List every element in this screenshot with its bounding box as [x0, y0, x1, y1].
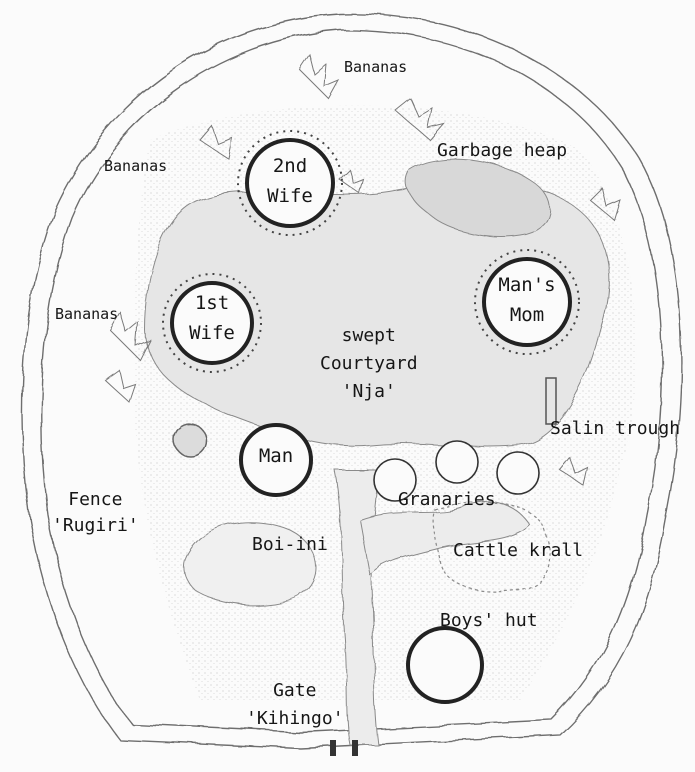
- label-hut-mans-mom-line1: Man's: [498, 274, 556, 296]
- label-bananas-top: Bananas: [344, 58, 408, 76]
- salin-trough: [545, 377, 557, 425]
- label-bananas-left-mid: Bananas: [55, 305, 119, 323]
- huts: [170, 138, 572, 704]
- garbage-heap-area: [405, 158, 551, 237]
- label-fence-line1: Fence: [68, 489, 123, 510]
- label-hut-second-wife-line2: Wife: [267, 185, 313, 207]
- label-gate-line1: Gate: [273, 680, 317, 701]
- hut-mans-mom: [482, 257, 572, 347]
- label-boi-ini: Boi-ini: [252, 534, 328, 555]
- label-hut-first-wife-line2: Wife: [189, 322, 235, 344]
- hut-man: [239, 423, 313, 497]
- label-hut-second-wife: 2nd Wife: [250, 151, 330, 211]
- tree: [173, 423, 207, 457]
- fence-rugiri: [21, 13, 683, 749]
- hut-boys: [406, 626, 484, 704]
- banana-plants: [104, 53, 621, 487]
- granary-1: [373, 458, 417, 502]
- label-courtyard: swept Courtyard 'Nja': [320, 325, 418, 403]
- label-hut-first-wife: 1st Wife: [172, 288, 252, 348]
- label-gate: Gate 'Kihingo': [246, 680, 344, 730]
- label-hut-second-wife-line1: 2nd: [272, 155, 308, 177]
- label-hut-mans-mom-line2: Mom: [509, 304, 545, 326]
- label-courtyard-line3: 'Nja': [341, 381, 396, 402]
- label-hut-mans-mom: Man's Mom: [482, 270, 572, 330]
- hut-eaves: [162, 130, 580, 373]
- label-cattle-krall: Cattle krall: [453, 540, 584, 561]
- granary-3: [496, 451, 540, 495]
- label-hut-first-wife-line1: 1st: [194, 292, 230, 314]
- boi-ini-area: [183, 521, 317, 606]
- label-courtyard-line1: swept: [341, 325, 396, 346]
- label-fence: Fence 'Rugiri': [52, 489, 139, 537]
- label-hut-man: Man: [236, 441, 316, 471]
- label-garbage-heap: Garbage heap: [437, 140, 568, 161]
- gate-kihingo: [330, 740, 358, 756]
- label-granaries: Granaries: [398, 489, 496, 510]
- label-hut-man-line1: Man: [258, 445, 294, 467]
- granaries: [373, 440, 540, 502]
- label-gate-line2: 'Kihingo': [246, 708, 344, 729]
- hut-second-wife: [245, 138, 335, 228]
- granary-2: [435, 440, 479, 484]
- hut-first-wife: [170, 281, 254, 365]
- label-boys-hut: Boys' hut: [440, 610, 538, 631]
- label-fence-line2: 'Rugiri': [52, 515, 139, 536]
- label-courtyard-line2: Courtyard: [320, 353, 418, 374]
- cattle-krall-enclosure: [432, 501, 551, 593]
- label-bananas-left-upper: Bananas: [104, 157, 168, 175]
- label-salin-trough: Salin trough: [550, 418, 681, 439]
- side-path: [359, 501, 531, 577]
